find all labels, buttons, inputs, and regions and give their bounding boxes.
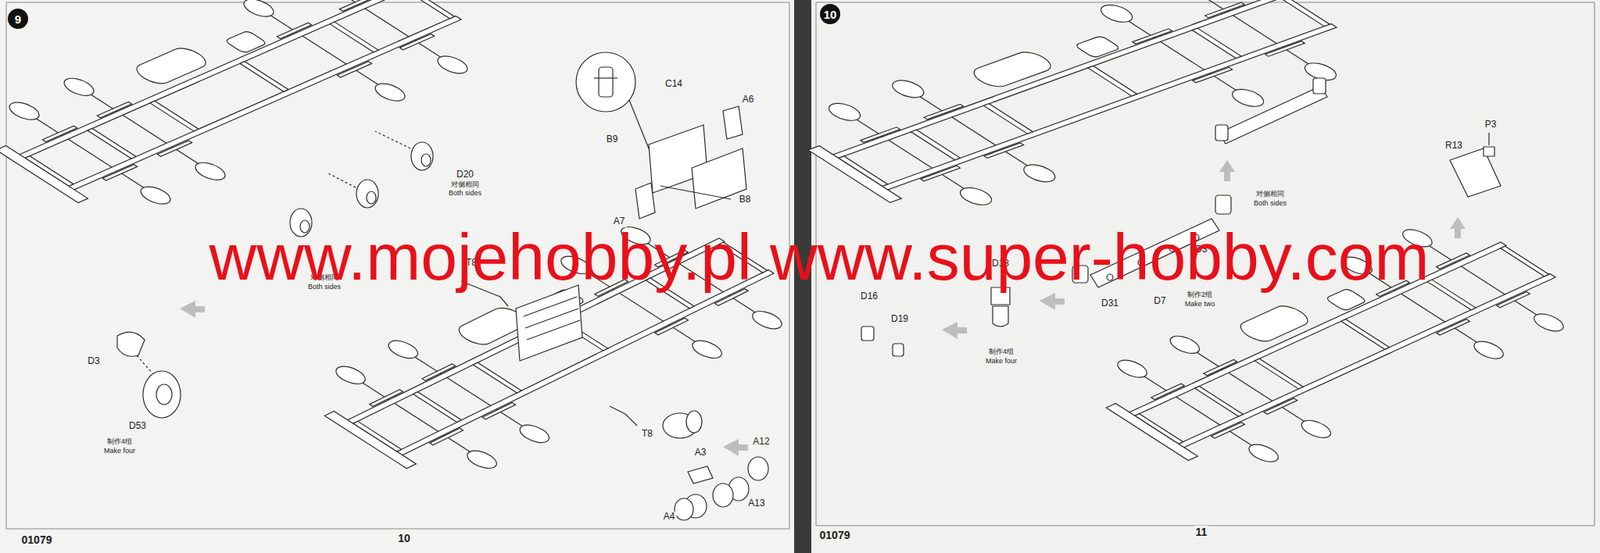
part-number: D3 [85, 356, 101, 368]
part-number: D19 [889, 314, 910, 326]
assembly-note: Make four [102, 447, 137, 455]
assembly-note: Both sides [1252, 199, 1289, 208]
watermark: www.mojehobby.pl www.super-hobby.com [209, 224, 1430, 290]
page-footer: 10 [396, 532, 412, 545]
part-number: A4 [662, 511, 677, 523]
part-number: A13 [746, 498, 766, 510]
page-footer: 01079 [818, 529, 852, 542]
assembly-note: 对侧相同 [1254, 189, 1286, 198]
assembly-note: 对侧相同 [449, 180, 481, 189]
assembly-note: 制作2组 [1185, 290, 1214, 299]
part-number: B8 [737, 194, 753, 206]
step-number: 9 [14, 13, 22, 26]
assembly-note: Make two [1183, 300, 1218, 308]
part-number: T8 [640, 429, 655, 441]
part-number: A3 [693, 447, 709, 459]
part-number: C14 [663, 78, 684, 90]
part-number: B9 [604, 134, 620, 146]
part-number: D16 [859, 291, 880, 303]
step-number: 10 [823, 8, 838, 21]
part-number: D53 [127, 421, 148, 433]
page-footer: 11 [1194, 526, 1210, 539]
assembly-note: 制作4组 [987, 347, 1016, 356]
part-number: A12 [751, 436, 771, 448]
part-number: A6 [740, 94, 756, 106]
part-number: P3 [1483, 119, 1499, 131]
part-number: D7 [1152, 296, 1167, 308]
part-number: D20 [454, 169, 476, 181]
assembly-note: 制作4组 [105, 437, 134, 446]
part-number: R13 [1443, 140, 1464, 152]
page-footer: 01079 [20, 533, 54, 547]
assembly-note: Both sides [447, 189, 484, 197]
step-number-circle: 9 [7, 8, 29, 29]
assembly-note: Make four [984, 357, 1019, 366]
part-number: D31 [1099, 298, 1121, 310]
